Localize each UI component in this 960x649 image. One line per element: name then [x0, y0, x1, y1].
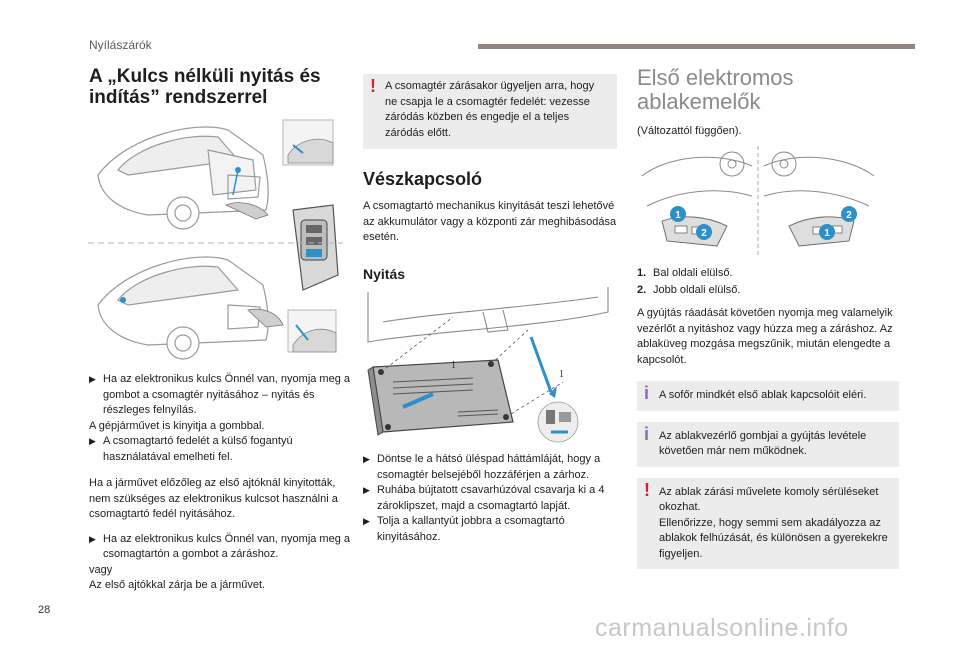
- warning-icon: !: [644, 479, 650, 500]
- column-emergency: ! A csomagtér zárásakor ügyeljen arra, h…: [363, 74, 617, 282]
- latch-inset: [537, 401, 579, 443]
- trunk-latch-illustration: 1 1: [367, 287, 609, 443]
- triangle-bullet-icon: ▶: [363, 516, 370, 526]
- emergency-bullet-1: ▶ Döntse le a hátsó üléspad háttámláját,…: [363, 452, 617, 483]
- page-number: 28: [38, 604, 51, 616]
- car-lower-drawing: [97, 256, 269, 360]
- info-box-2: i Az ablakvezérlő gombjai a gyújtás levé…: [637, 421, 899, 467]
- svg-text:2: 2: [846, 210, 852, 221]
- window-switch-illustration: 1 2 2 1: [641, 146, 875, 258]
- door-handle-dot: [120, 297, 126, 303]
- warning-icon: !: [370, 76, 376, 96]
- windows-subtitle: (Változattól függően).: [637, 125, 742, 137]
- keyless-line-1: A gépjárművet is kinyitja a gombbal.: [89, 419, 265, 432]
- label-one-2: 1: [559, 369, 564, 380]
- keyless-bullet-2: ▶ A csomagtartó fedelét a külső fogantyú…: [89, 434, 351, 465]
- keyless-bullet-3: ▶ Ha az elektronikus kulcs Önnél van, ny…: [89, 532, 351, 563]
- header-bar: [478, 44, 915, 49]
- triangle-bullet-icon: ▶: [89, 374, 96, 384]
- emergency-title: Vészkapcsoló: [363, 169, 483, 189]
- left-switch-panel: [661, 216, 728, 247]
- callout-1-right: [819, 224, 835, 240]
- window-warning-box: ! Az ablak zárási művelete komoly sérülé…: [637, 477, 899, 569]
- inset-upper: [282, 119, 334, 166]
- section-header: Nyílászárók: [89, 38, 152, 52]
- car-rear-illustration: [88, 119, 343, 360]
- emergency-bullet-2: ▶ Ruhába bújtatott csavarhúzóval csavarj…: [363, 483, 617, 514]
- emergency-intro: A csomagtartó mechanikus kinyitását tesz…: [363, 200, 617, 243]
- triangle-bullet-icon: ▶: [363, 485, 370, 495]
- column-keyless: A „Kulcs nélküli nyitás és indítás” rend…: [89, 66, 351, 108]
- hand-upper: [225, 202, 269, 220]
- key-fob-drawing: [292, 204, 339, 291]
- arrow-latch: [529, 336, 553, 393]
- triangle-bullet-icon: ▶: [89, 533, 96, 544]
- svg-text:1: 1: [675, 210, 681, 221]
- windows-body: 1. Bal oldali elülső. 2. Jobb oldali elü…: [637, 265, 899, 569]
- emergency-bullet-3: ▶ Tolja a kallantyút jobbra a csomagtart…: [363, 514, 617, 545]
- triangle-bullet-icon: ▶: [363, 454, 370, 464]
- arrow-panel: [402, 392, 434, 409]
- keyless-text: ▶ Ha az elektronikus kulcs Önnél van, ny…: [89, 372, 351, 594]
- column-windows: Első elektromos ablakemelők (Változattól…: [637, 66, 917, 140]
- info-box-1: i A sofőr mindkét első ablak kapcsolóit …: [637, 381, 899, 411]
- svg-text:2: 2: [701, 228, 707, 239]
- opening-subtitle: Nyitás: [363, 265, 406, 282]
- label-one: 1: [451, 360, 456, 371]
- callout-1-left: [670, 206, 686, 222]
- callout-2-left: [696, 224, 712, 240]
- list-item: 1. Bal oldali elülső.: [637, 267, 733, 279]
- info-icon: i: [644, 423, 650, 444]
- trunk-panel-drawing: [367, 359, 514, 436]
- windows-paragraph: A gyújtás ráadását követően nyomja meg v…: [637, 307, 893, 366]
- emergency-steps: ▶ Döntse le a hátsó üléspad háttámláját,…: [363, 452, 617, 545]
- keyless-line-2: vagy: [89, 563, 113, 576]
- car-upper-drawing: [97, 126, 269, 230]
- svg-text:1: 1: [824, 228, 830, 239]
- keyless-paragraph: Ha a járművet előzőleg az első ajtóknál …: [89, 477, 338, 520]
- list-item: 2. Jobb oldali elülső.: [637, 284, 741, 296]
- watermark: carmanualsonline.info: [595, 614, 849, 642]
- windows-title: Első elektromos ablakemelők: [637, 65, 794, 114]
- keyless-title: A „Kulcs nélküli nyitás és indítás” rend…: [89, 66, 321, 108]
- keyless-line-3: Az első ajtókkal zárja be a járművet.: [89, 579, 266, 591]
- callout-2-right: [841, 206, 857, 222]
- keyless-bullet-1: ▶ Ha az elektronikus kulcs Önnél van, ny…: [89, 372, 351, 419]
- info-icon: i: [644, 383, 650, 403]
- trunk-warning-box: ! A csomagtér zárásakor ügyeljen arra, h…: [363, 74, 617, 149]
- triangle-bullet-icon: ▶: [89, 436, 96, 446]
- inset-lower: [287, 309, 337, 353]
